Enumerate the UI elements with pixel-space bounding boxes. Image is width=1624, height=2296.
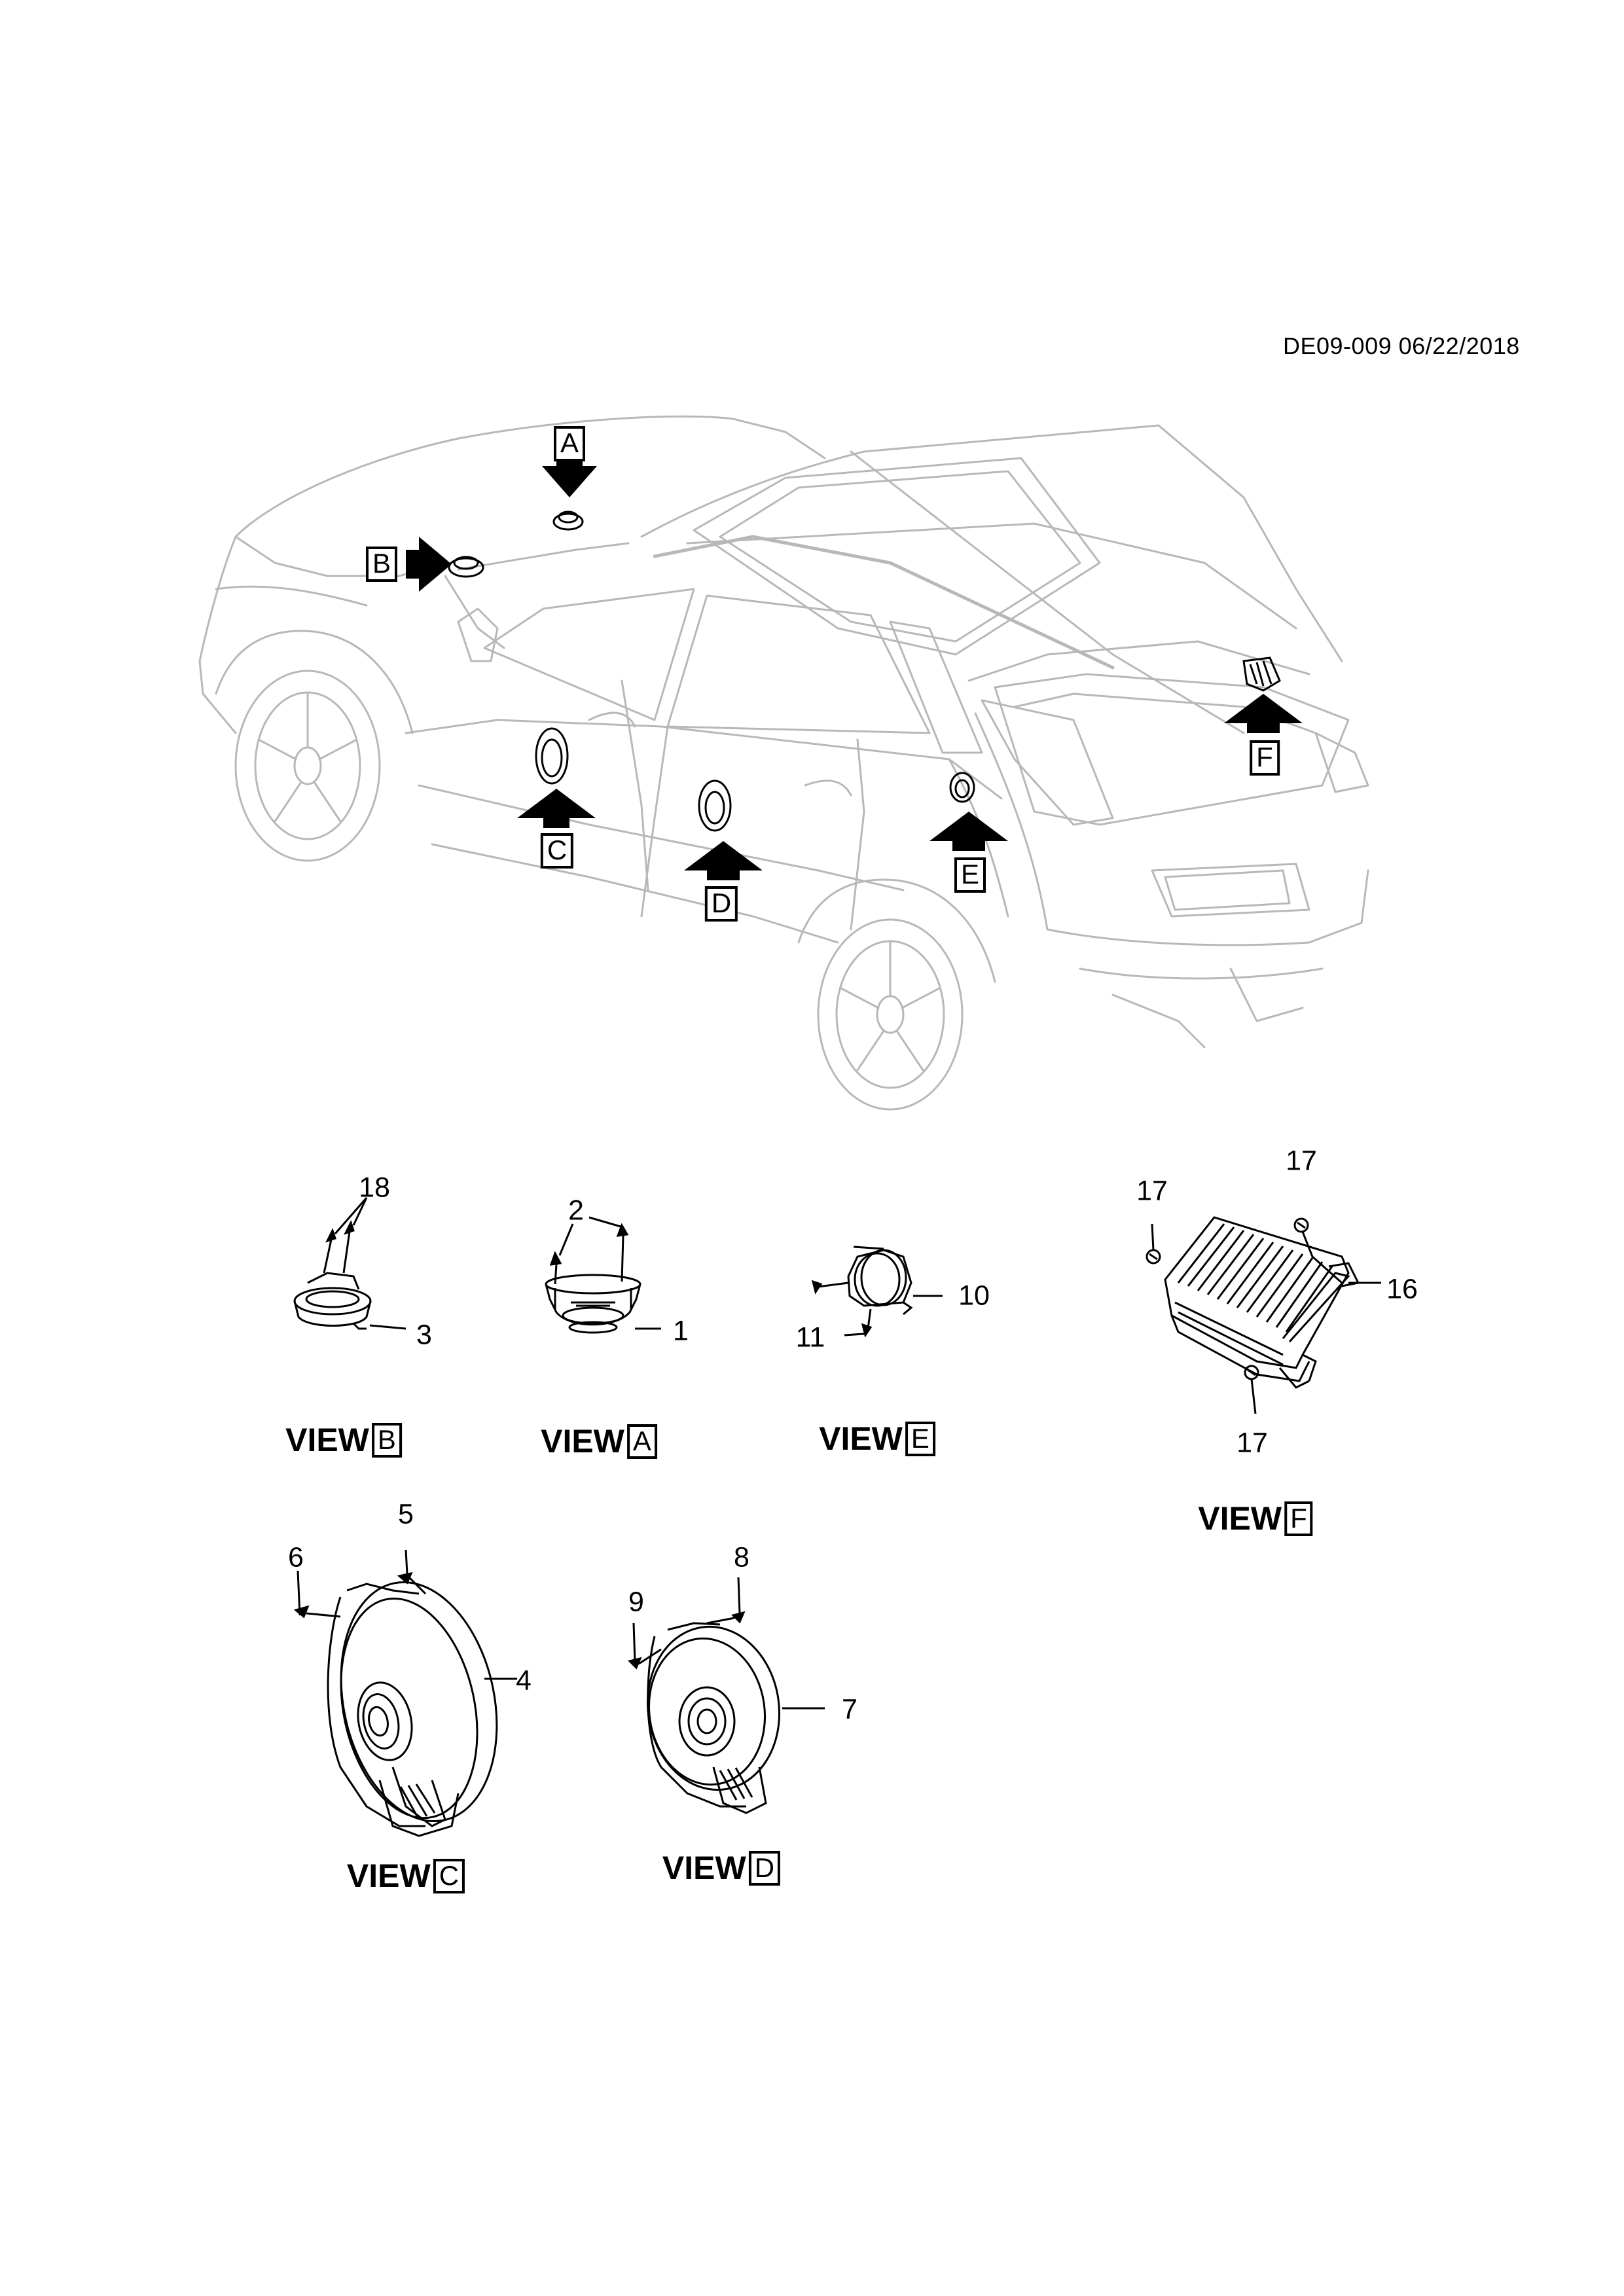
view-f-drawing bbox=[1146, 1216, 1381, 1414]
view-c-letter: C bbox=[433, 1858, 465, 1893]
callout-6: 6 bbox=[288, 1541, 304, 1573]
marker-a: A bbox=[553, 426, 586, 461]
location-arrow-icon bbox=[406, 458, 1303, 880]
view-b-prefix: VIEW bbox=[285, 1422, 369, 1458]
view-b-drawing bbox=[293, 1197, 406, 1330]
callout-3: 3 bbox=[416, 1319, 432, 1351]
view-a-drawing bbox=[545, 1216, 661, 1334]
marker-c: C bbox=[540, 833, 574, 869]
view-a-letter: A bbox=[626, 1424, 657, 1459]
view-a-prefix: VIEW bbox=[541, 1423, 624, 1460]
callout-1: 1 bbox=[673, 1315, 689, 1347]
callout-17-top: 17 bbox=[1286, 1145, 1317, 1177]
view-e-letter: E bbox=[905, 1421, 935, 1456]
callout-5: 5 bbox=[398, 1498, 414, 1530]
callout-8: 8 bbox=[734, 1541, 749, 1573]
view-c-drawing bbox=[293, 1549, 517, 1837]
callout-17-bottom: 17 bbox=[1236, 1427, 1268, 1459]
view-e-drawing bbox=[811, 1246, 943, 1338]
view-d-letter: D bbox=[748, 1850, 781, 1886]
callout-16: 16 bbox=[1386, 1273, 1418, 1305]
marker-b: B bbox=[365, 547, 398, 582]
vehicle-speaker-locations bbox=[448, 511, 1281, 832]
vehicle-outline bbox=[198, 415, 1369, 1111]
view-d-prefix: VIEW bbox=[662, 1850, 746, 1886]
view-e-prefix: VIEW bbox=[819, 1420, 903, 1457]
callout-18: 18 bbox=[359, 1172, 390, 1204]
marker-e: E bbox=[954, 857, 986, 893]
callout-7: 7 bbox=[842, 1693, 857, 1725]
document-code: DE09-009 06/22/2018 bbox=[1283, 332, 1520, 359]
view-f-prefix: VIEW bbox=[1198, 1500, 1282, 1537]
callout-11: 11 bbox=[795, 1321, 825, 1354]
view-b-letter: B bbox=[371, 1422, 402, 1458]
callout-17-left: 17 bbox=[1136, 1175, 1168, 1207]
callout-9: 9 bbox=[628, 1586, 644, 1618]
callout-10: 10 bbox=[958, 1280, 990, 1312]
marker-d: D bbox=[704, 886, 738, 922]
view-c-prefix: VIEW bbox=[346, 1857, 431, 1894]
view-f-letter: F bbox=[1284, 1501, 1313, 1536]
view-d-drawing bbox=[628, 1577, 825, 1814]
callout-4: 4 bbox=[516, 1664, 532, 1696]
callout-2: 2 bbox=[568, 1194, 584, 1227]
marker-f: F bbox=[1250, 740, 1280, 776]
